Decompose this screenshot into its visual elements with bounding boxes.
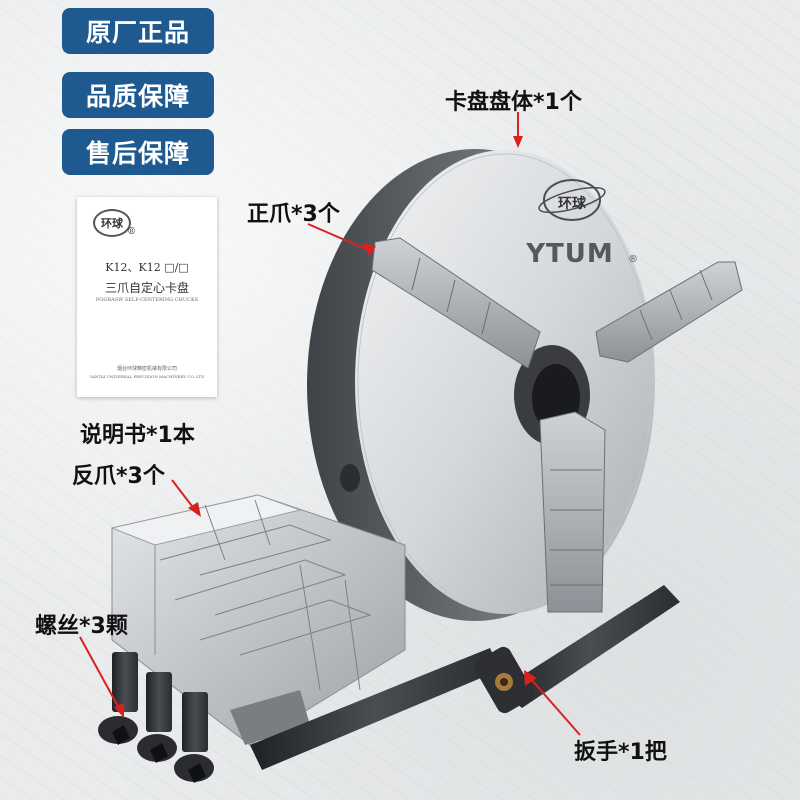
manual-title: 三爪自定心卡盘 xyxy=(104,281,189,295)
manual-model: K12、K12 □/□ xyxy=(105,261,189,274)
label-chuck-body: 卡盘盘体*1个 xyxy=(445,90,582,115)
badge-quality: 品质保障 xyxy=(62,72,214,118)
screw-3 xyxy=(174,692,214,783)
front-jaw-bottom xyxy=(539,411,606,613)
manual-registered-mark: ® xyxy=(127,227,136,237)
arrow-screws xyxy=(79,636,121,711)
chuck-brand: YTUM xyxy=(525,239,614,269)
chuck-registered-mark: ® xyxy=(628,254,638,265)
manual-booklet: 环球 ® K12、K12 □/□ 三爪自定心卡盘 POGRASW SELF-CE… xyxy=(77,197,217,397)
label-screws: 螺丝*3颗 xyxy=(35,614,128,639)
screw-2 xyxy=(137,672,177,763)
globe-logo-icon xyxy=(93,209,131,237)
badge-aftersales: 售后保障 xyxy=(62,129,214,175)
screw-1 xyxy=(98,652,138,745)
label-wrench: 扳手*1把 xyxy=(574,740,667,765)
chuck-logo-text: 环球 xyxy=(558,195,587,212)
chuck-globe-logo-icon xyxy=(538,179,606,221)
chuck-side-hole xyxy=(340,464,360,492)
manual-company-cn: 烟台环球精密机械有限公司 xyxy=(116,366,177,372)
label-reverse-jaws: 反爪*3个 xyxy=(72,464,165,489)
label-manual: 说明书*1本 xyxy=(80,423,195,448)
arrow-reverse-jaws xyxy=(171,479,196,511)
manual-logo-text: 环球 xyxy=(101,217,123,230)
reverse-jaws xyxy=(110,494,406,746)
label-front-jaws: 正爪*3个 xyxy=(247,202,340,227)
front-jaw-right xyxy=(595,261,743,363)
arrow-wrench xyxy=(529,677,581,736)
manual-subtitle: POGRASW SELF-CENTERING CHUCKS xyxy=(95,297,199,303)
badge-genuine: 原厂正品 xyxy=(62,8,214,54)
front-jaw-left xyxy=(371,237,541,369)
manual-company-en: YANTAI UNIVERSAL PRECISION MACHINERY CO.… xyxy=(89,374,205,379)
callout-arrows xyxy=(79,112,581,736)
arrow-front-jaws xyxy=(307,223,369,251)
wrench xyxy=(250,585,680,770)
